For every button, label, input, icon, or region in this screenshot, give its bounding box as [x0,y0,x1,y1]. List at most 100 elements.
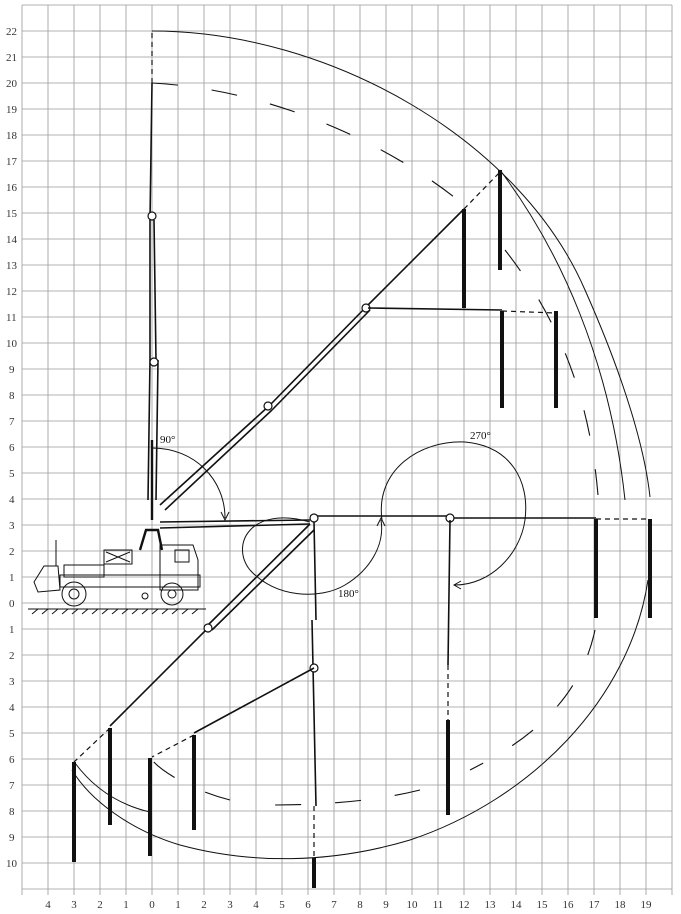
x-tick-label: 5 [279,899,285,911]
x-tick-label: 13 [485,899,497,911]
rotation-circle-270 [380,441,527,586]
y-tick-label: 15 [6,208,18,220]
rotation-indicators: 90° 180° 270° [151,430,527,600]
grid [21,4,673,895]
boom-diagonal [159,170,558,511]
y-tick-label: 21 [6,52,17,64]
inner-arc [499,169,626,501]
x-axis-labels: 4 3 2 1 0 1 2 3 4 5 6 7 8 9 10 11 12 13 … [45,899,652,911]
y-tick-label: 11 [6,312,17,324]
angle-label-90: 90° [160,434,175,446]
y-tick-label: 1 [9,624,15,636]
y-tick-label: 9 [9,364,15,376]
inner-dashed-arc [504,249,599,496]
y-tick-label: 8 [9,806,15,818]
y-tick-label: 7 [9,416,15,428]
x-tick-label: 1 [175,899,181,911]
y-tick-label: 1 [9,572,15,584]
rotation-arrow-270-icon [452,580,462,590]
outer-reach-arc [151,30,651,498]
y-tick-label: 8 [9,390,15,402]
inner-dashed-arc [274,789,421,806]
wheel [160,582,184,606]
boom-joint [203,623,213,633]
y-tick-label: 12 [6,286,17,298]
y-tick-label: 22 [6,26,17,38]
truck-hopper [33,565,61,593]
reach-envelope [71,30,651,860]
truck-cab [159,544,199,591]
boom-horizontal [159,513,652,888]
truck-engine-box [103,549,133,565]
x-tick-label: 17 [589,899,601,911]
y-tick-label: 19 [6,104,18,116]
y-tick-label: 0 [9,598,15,610]
y-tick-label: 3 [9,676,15,688]
wheel [61,581,87,607]
angle-label-270: 270° [470,430,491,442]
x-tick-label: 16 [563,899,575,911]
y-tick-label: 10 [6,858,18,870]
pump-truck [28,528,206,615]
rotation-circle-180 [242,517,383,595]
rotation-arrow-90-icon [220,511,230,522]
y-tick-label: 17 [6,156,18,168]
y-tick-label: 5 [9,728,15,740]
x-tick-label: 2 [97,899,103,911]
x-tick-label: 3 [71,899,77,911]
boom-vertical [147,31,159,520]
inner-dashed-arc [151,759,231,801]
boom-joint [149,357,159,367]
x-tick-label: 18 [615,899,627,911]
lower-reach-arc [71,579,649,860]
boom-joint [147,211,157,221]
y-axis-labels-up: 22 21 20 19 18 17 16 15 14 13 12 11 10 9… [6,26,18,610]
angle-label-180: 180° [338,588,359,600]
x-tick-label: 2 [201,899,207,911]
y-tick-label: 4 [9,702,15,714]
y-tick-label: 6 [9,442,15,454]
y-tick-label: 5 [9,468,15,480]
y-tick-label: 10 [6,338,18,350]
y-tick-label: 2 [9,546,15,558]
boom-joint [309,513,319,523]
boom-downward [72,523,315,862]
y-tick-label: 4 [9,494,15,506]
x-tick-label: 19 [641,899,653,911]
y-tick-label: 13 [6,260,18,272]
y-tick-label: 9 [9,832,15,844]
x-tick-label: 1 [123,899,129,911]
x-tick-label: 10 [407,899,419,911]
truck-tank [63,564,105,578]
inner-arc [74,762,151,813]
x-tick-label: 8 [357,899,363,911]
y-tick-label: 20 [6,78,18,90]
y-tick-label: 18 [6,130,18,142]
y-tick-label: 14 [6,234,18,246]
x-tick-label: 7 [331,899,337,911]
x-tick-label: 14 [511,899,523,911]
boom-joint [263,401,273,411]
truck-turret [138,528,164,551]
y-axis-labels-down: 1 2 3 4 5 6 7 8 9 10 [6,624,18,870]
inner-dashed-arc [151,82,471,211]
y-tick-label: 3 [9,520,15,532]
x-tick-label: 4 [45,899,51,911]
x-tick-label: 9 [383,899,389,911]
rotation-arc-90 [151,447,226,519]
inner-dashed-arc [469,629,596,771]
x-tick-label: 15 [537,899,549,911]
y-tick-label: 7 [9,780,15,792]
y-tick-label: 16 [6,182,18,194]
x-tick-label: 6 [305,899,311,911]
rotation-arrow-180-icon [376,516,386,527]
x-tick-label: 3 [227,899,233,911]
y-tick-label: 2 [9,650,15,662]
x-tick-label: 0 [149,899,155,911]
y-tick-label: 6 [9,754,15,766]
truck-chassis [59,574,201,588]
x-tick-label: 12 [459,899,470,911]
x-tick-label: 4 [253,899,259,911]
x-tick-label: 11 [433,899,444,911]
